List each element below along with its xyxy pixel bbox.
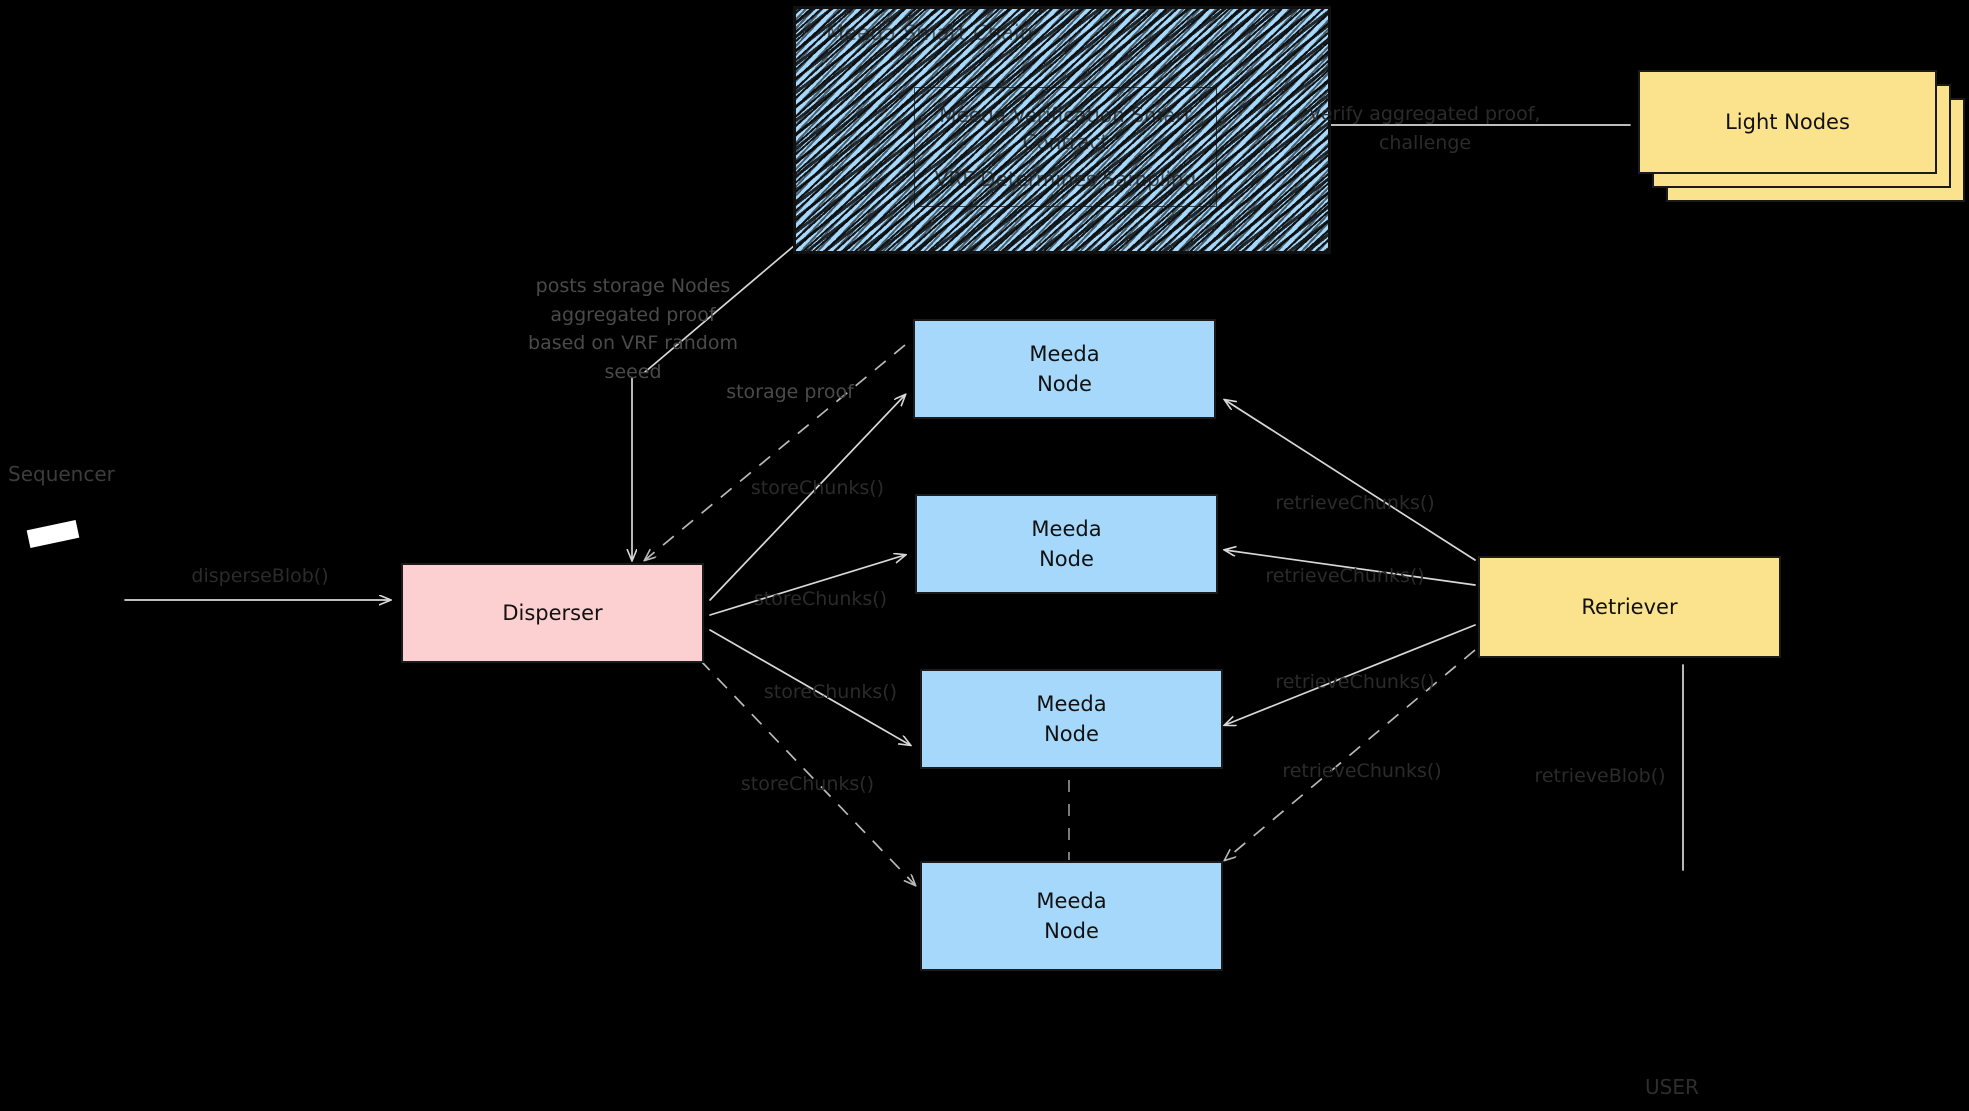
label-verify-challenge: verify aggregated proof, challenge — [1309, 103, 1541, 154]
edge-retrieve-chunks-1 — [1225, 400, 1476, 561]
meeda-node-3[interactable]: Meeda Node — [920, 669, 1223, 769]
retriever-node[interactable]: Retriever — [1478, 556, 1781, 658]
sequencer-actor-label: Sequencer — [8, 462, 115, 486]
label-posts-proof: posts storage Nodes aggregated proof bas… — [528, 275, 738, 383]
label-store-chunks-3: storeChunks() — [763, 681, 898, 703]
label-disperse-blob: disperseBlob() — [191, 565, 329, 587]
light-nodes-stack[interactable]: Light Nodes — [1638, 70, 1969, 202]
meeda-node-4-label: Meeda Node — [1036, 888, 1107, 943]
meeda-node-1[interactable]: Meeda Node — [913, 319, 1216, 419]
meeda-node-2-label: Meeda Node — [1031, 516, 1102, 571]
edge-store-chunks-3 — [709, 629, 910, 745]
meeda-node-1-label: Meeda Node — [1029, 341, 1100, 396]
retriever-label: Retriever — [1581, 594, 1678, 619]
label-retrieve-chunks-3: retrieveChunks() — [1275, 671, 1435, 693]
label-storage-proof: storage proof — [726, 381, 854, 403]
contract-title: Meeda Verification Smart Contract — [939, 102, 1192, 154]
chain-title: Meeda Smart Chain — [826, 21, 1034, 45]
label-store-chunks-4: storeChunks() — [740, 773, 875, 795]
label-retrieve-chunks-1: retrieveChunks() — [1275, 492, 1435, 514]
label-retrieve-blob: retrieveBlob() — [1534, 765, 1666, 787]
disperser-label: Disperser — [502, 600, 603, 625]
user-actor-label: USER — [1645, 1075, 1699, 1099]
light-nodes-label: Light Nodes — [1725, 110, 1850, 134]
edge-store-chunks-2 — [709, 555, 905, 616]
edge-storage-proof — [645, 344, 906, 560]
light-nodes-card[interactable]: Light Nodes — [1638, 70, 1937, 174]
meeda-node-2[interactable]: Meeda Node — [915, 494, 1218, 594]
edge-store-chunks-1 — [709, 395, 905, 601]
contract-subtitle: VRF Determines Sampling — [934, 166, 1197, 191]
meeda-smart-chain-container[interactable]: Meeda Smart Chain Meeda Verification Sma… — [793, 6, 1331, 254]
edge-chain-to-note — [644, 244, 796, 373]
verification-contract-box[interactable]: Meeda Verification Smart Contract VRF De… — [914, 87, 1217, 207]
edge-retrieve-chunks-4 — [1225, 649, 1476, 860]
label-store-chunks-2: storeChunks() — [753, 588, 888, 610]
label-retrieve-chunks-4: retrieveChunks() — [1282, 760, 1442, 782]
edge-store-chunks-4 — [699, 659, 915, 885]
label-store-chunks-1: storeChunks() — [750, 477, 885, 499]
label-retrieve-chunks-2: retrieveChunks() — [1265, 565, 1425, 587]
disperser-node[interactable]: Disperser — [401, 563, 704, 663]
edge-retrieve-chunks-3 — [1225, 624, 1476, 725]
meeda-node-3-label: Meeda Node — [1036, 691, 1107, 746]
meeda-node-4[interactable]: Meeda Node — [920, 861, 1223, 971]
edge-retrieve-chunks-2 — [1225, 550, 1476, 586]
